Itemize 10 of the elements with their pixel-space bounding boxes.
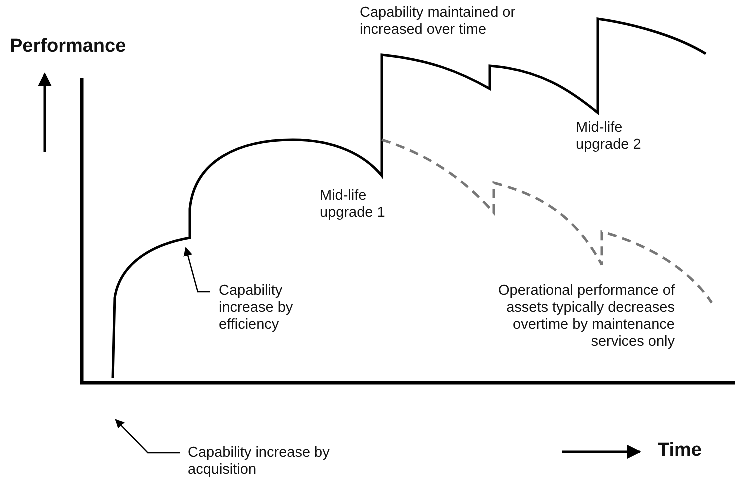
annotation-text: Mid-life upgrade 1 [320,188,386,222]
axis-title: Time [658,440,704,462]
axis-title: Performance [10,36,128,58]
callout-text: Capability increase by acquisition [188,445,333,479]
annotation-text: Capability maintained or increased over time [360,5,517,39]
callout-text: Capability increase by efficiency [219,283,329,334]
leader-line [184,247,210,293]
annotation-text: Mid-life upgrade 2 [576,120,642,154]
annotation-text: Operational performance of assets typically decreases overtime by maintenance services only [497,283,675,351]
leader-line [115,419,180,454]
